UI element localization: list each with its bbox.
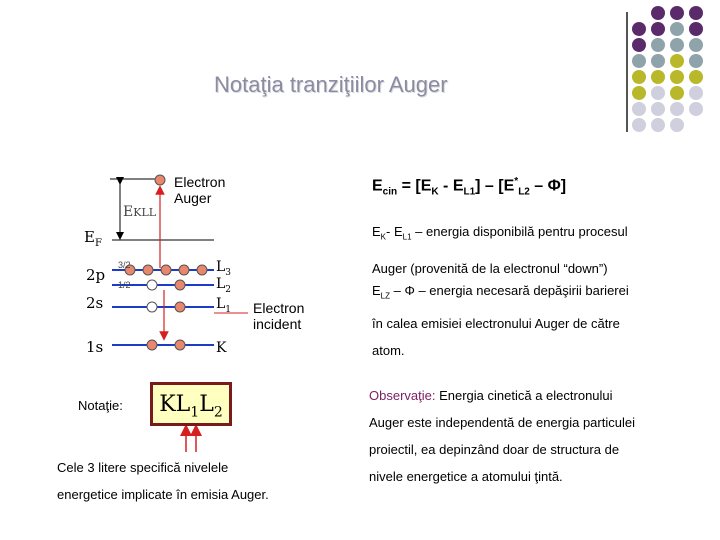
j-12-label: 1/2 xyxy=(118,280,131,290)
level-2s-label: 2s xyxy=(86,294,103,312)
observation-paragraph: Observaţie: Energia cinetică a electronu… xyxy=(369,382,635,490)
ef-label: EF xyxy=(84,228,102,249)
l1-label: L1 xyxy=(216,296,231,315)
ekll-label: EKLL xyxy=(123,204,156,220)
notation-caption: Cele 3 litere specifică nivelele energet… xyxy=(57,454,269,508)
auger-electron xyxy=(155,175,165,185)
notation-kl1l2-box: KL1L2 xyxy=(150,382,232,426)
kinetic-energy-formula: Ecin = [EK - EL1] – [E*L2 – Φ] xyxy=(372,176,566,198)
l3-label: L3 xyxy=(216,259,231,278)
electron-auger-label: Electron Auger xyxy=(174,174,225,206)
electron-incident-label: Electron incident xyxy=(253,300,304,332)
barrier-energy-description: ELZ – Φ – energia necesară depăşirii bar… xyxy=(372,277,629,364)
l2-label: L2 xyxy=(216,276,231,295)
observation-label: Observaţie: xyxy=(369,388,435,403)
notation-label: Notaţie: xyxy=(78,398,123,413)
level-2p-label: 2p xyxy=(86,266,105,284)
k-label: K xyxy=(216,340,226,356)
j-32-label: 3/2 xyxy=(118,260,131,270)
level-1s-label: 1s xyxy=(86,338,103,356)
available-energy-description: EK- EL1 – energia disponibilă pentru pro… xyxy=(372,218,628,282)
